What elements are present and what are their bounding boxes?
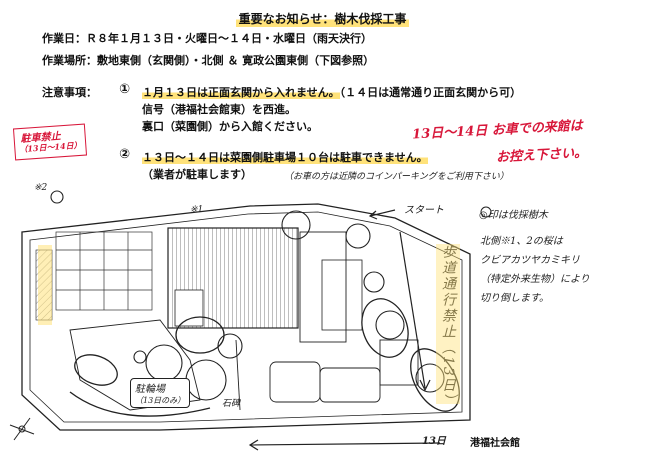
work-dates: 作業日：Ｒ８年１月１３日・火曜日～１４日・水曜日（雨天決行）	[42, 30, 372, 46]
north-note: 北側※1、2の桜は クビアカツヤカミキリ （特定外来生物）により 切り倒します。	[480, 232, 590, 308]
courtyard	[69, 319, 419, 411]
note2-line1: １３日～１４日は菜園側駐車場１０台は駐車できません。	[142, 149, 428, 165]
compass-icon	[9, 417, 35, 441]
note2-number: ②	[119, 147, 131, 162]
notice-title: 重要なお知らせ：樹木伐採工事	[0, 10, 645, 27]
work-location-value: 敷地東側（玄関側）・北側 ＆ 寛政公園東側（下図参照）	[97, 54, 375, 67]
work-location-label: 作業場所：	[42, 54, 97, 67]
work-location: 作業場所：敷地東側（玄関側）・北側 ＆ 寛政公園東側（下図参照）	[42, 52, 374, 68]
north-note-line3: （特定外来生物）により	[480, 274, 590, 285]
sidewalk-closed-text: 歩道通行禁止（13日）	[440, 244, 456, 410]
parking-grid	[55, 231, 153, 311]
note1-line1-rest: （１４日は通常通り正面玄関から可）	[339, 86, 522, 99]
tree-ellipses	[69, 298, 460, 417]
north-note-line4: 切り倒します。	[480, 293, 549, 304]
start-label: スタート	[404, 205, 444, 216]
north-note-line1: 北側※1、2の桜は	[480, 236, 563, 247]
notice-title-text: 重要なお知らせ：樹木伐採工事	[235, 10, 410, 27]
work-dates-value: Ｒ８年１月１３日・火曜日～１４日・水曜日（雨天決行）	[86, 32, 372, 45]
note1-line1-highlight: １月１３日は正面玄関から入れません。	[142, 86, 340, 99]
note2-line1-highlight: １３日～１４日は菜園側駐車場１０台は駐車できません。	[142, 151, 428, 164]
note1-line2: 信号（港福社会館東）を西進。	[142, 103, 296, 116]
note1-number: ①	[119, 82, 131, 97]
bicycle-parking-label: 駐輪場	[135, 384, 165, 395]
bicycle-parking-sub: （13日のみ）	[135, 396, 186, 405]
sidewalk-closed-label: 歩道通行禁止（13日）	[438, 244, 458, 414]
notes-label: 注意事項：	[42, 86, 97, 99]
note2-handwritten: （お車の方は近隣のコインパーキングをご利用下さい）	[284, 172, 509, 182]
bottom-sign: 港福社会館	[470, 438, 520, 449]
sidewalk-highlight	[436, 244, 460, 404]
legend-circle-icon	[480, 206, 492, 218]
site-outline	[21, 203, 471, 431]
start-arrow	[368, 209, 396, 220]
mark-2: ※2	[34, 183, 48, 193]
note2-line2: （業者が駐車します）	[142, 168, 252, 181]
work-dates-label: 作業日：	[42, 32, 86, 45]
bicycle-parking-box: 駐輪場 （13日のみ）	[130, 378, 191, 408]
bottom-arrow	[248, 439, 441, 451]
note1-line3: 裏口（菜園側）から入館ください。	[142, 120, 318, 133]
no-parking-area	[38, 245, 52, 325]
mark-1: ※1	[190, 205, 204, 215]
legend-text: ◎印は伐採樹木	[479, 210, 548, 221]
note1-line1: １月１３日は正面玄関から入れません。（１４日は通常通り正面玄関から可）	[142, 84, 521, 100]
sidewalk-line	[399, 231, 431, 392]
bottom-date: 13日	[422, 436, 446, 447]
main-building	[167, 227, 363, 343]
stone-label: 石碑	[222, 399, 241, 409]
tree-marks	[50, 190, 445, 401]
north-note-line2: クビアカツヤカミキリ	[480, 255, 580, 266]
